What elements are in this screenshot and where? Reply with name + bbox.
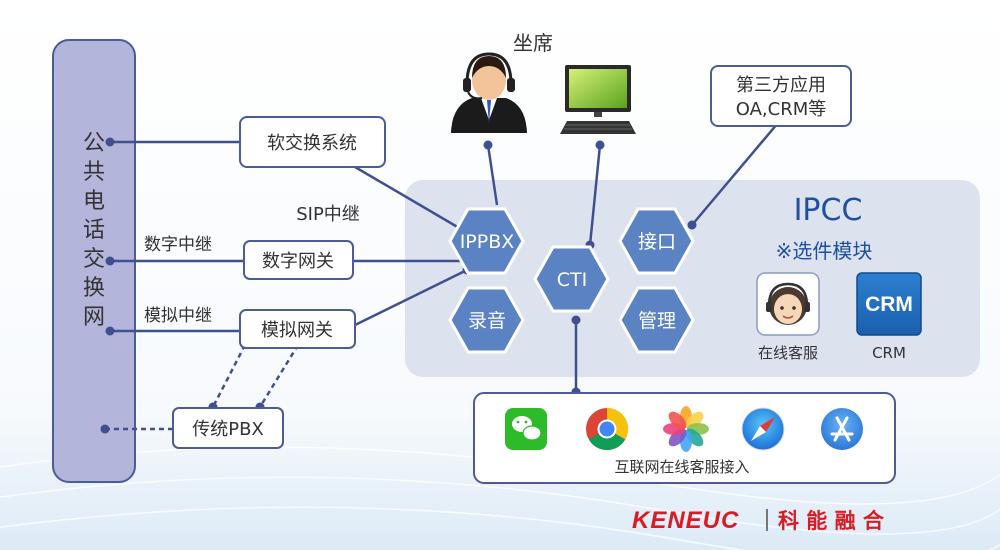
hex-ippbx-label: IPPBX — [460, 231, 515, 253]
digital-gateway-box: 数字网关 — [243, 240, 354, 280]
online-service-label: 在线客服 — [758, 344, 818, 362]
third-party-box: 第三方应用 OA,CRM等 — [710, 65, 852, 127]
hex-cti: CTI — [533, 245, 610, 313]
hex-cti-label: CTI — [557, 269, 587, 291]
third-party-line1: 第三方应用 — [736, 75, 826, 96]
analog-trunk-label: 模拟中继 — [144, 306, 212, 326]
sip-trunk-label: SIP中继 — [296, 204, 360, 225]
safari-icon — [741, 407, 785, 451]
agent-person-icon — [451, 52, 527, 133]
legacy-pbx-box: 传统PBX — [172, 407, 284, 449]
soft-switch-label: 软交换系统 — [267, 133, 357, 154]
pstn-label-char: 换 — [83, 276, 105, 301]
hex-interface: 接口 — [618, 207, 695, 275]
brand-chinese: 科 能 融 合 — [778, 509, 885, 533]
crm-label: CRM — [872, 344, 906, 362]
crm-icon-text: CRM — [865, 293, 913, 316]
ipcc-title: IPCC — [794, 193, 863, 228]
dashed-lines — [105, 344, 300, 431]
pstn-label: 公共电话交换网 — [83, 131, 105, 330]
analog-gateway-box: 模拟网关 — [239, 309, 356, 349]
pstn-label-char: 公 — [83, 131, 105, 156]
hex-ippbx: IPPBX — [448, 207, 525, 275]
hex-recording-label: 录音 — [468, 310, 506, 332]
pstn-label-char: 交 — [83, 247, 105, 272]
hex-management-label: 管理 — [638, 310, 676, 332]
digital-trunk-label: 数字中继 — [144, 235, 212, 255]
pstn-label-char: 共 — [83, 160, 105, 185]
hex-management: 管理 — [618, 286, 695, 354]
legacy-pbx-label: 传统PBX — [192, 419, 264, 440]
agent-label: 坐席 — [513, 31, 553, 55]
third-party-line2: OA,CRM等 — [736, 99, 827, 120]
brand-logo: KENEUC 科 能 融 合 — [632, 507, 885, 534]
connection-lines — [110, 116, 784, 392]
hex-interface-label: 接口 — [638, 231, 676, 253]
ipcc-subtitle: ※选件模块 — [776, 239, 873, 263]
hex-recording: 录音 — [448, 286, 525, 354]
photos-icon — [663, 406, 709, 452]
chrome-icon — [586, 407, 629, 451]
computer-icon — [560, 65, 636, 134]
app-store-icon — [821, 408, 863, 450]
pstn-label-char: 电 — [83, 189, 105, 214]
wechat-icon — [505, 408, 547, 450]
hex-cluster: IPPBX 录音 CTI 接口 管理 — [448, 207, 695, 354]
pstn-label-char: 话 — [83, 218, 105, 243]
customer-service-headset-icon — [766, 282, 810, 325]
analog-gateway-label: 模拟网关 — [261, 320, 333, 341]
online-service-module: 在线客服 — [756, 272, 820, 362]
soft-switch-box: 软交换系统 — [239, 116, 386, 168]
crm-icon — [856, 272, 922, 336]
pstn-label-char: 网 — [83, 305, 105, 330]
ipcc-panel — [405, 180, 980, 377]
digital-gateway-label: 数字网关 — [262, 251, 334, 272]
crm-module: CRM CRM — [856, 272, 922, 362]
internet-label: 互联网在线客服接入 — [614, 458, 749, 476]
brand-name: KENEUC — [632, 507, 739, 534]
